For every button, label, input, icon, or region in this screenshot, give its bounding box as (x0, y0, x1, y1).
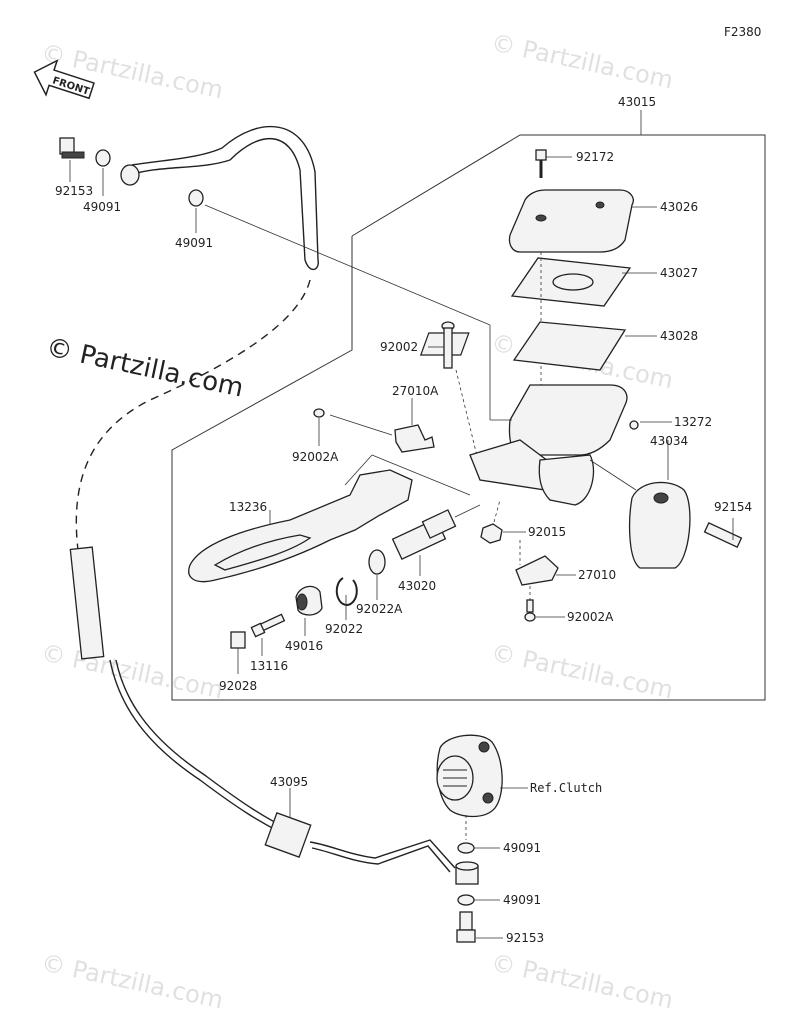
diaphragm-plate: 43027 (510, 252, 698, 430)
screw-92002a-bottom: 92002A (524, 586, 614, 624)
label-27010: 27010 (578, 568, 616, 582)
push-rod: 13116 (250, 613, 288, 673)
washer-49091-a: 49091 (83, 149, 121, 214)
dust-boot: 49016 (285, 585, 323, 653)
cap-screw: 92172 (535, 149, 614, 178)
nut-92015: 92015 (480, 499, 566, 544)
diaphragm: 43028 (419, 321, 698, 371)
label-13116: 13116 (250, 659, 288, 673)
reservoir-cap: 43026 (508, 189, 698, 253)
watermark: © Partzilla.com (39, 638, 226, 704)
hose-protector (69, 546, 105, 660)
label-92154: 92154 (714, 500, 752, 514)
banjo-fitting (455, 861, 479, 885)
hose-clamp (264, 812, 312, 858)
label-43020: 43020 (398, 579, 436, 593)
screw-92002a-top: 92002A (292, 408, 339, 464)
washer-49091-d: 49091 (457, 893, 541, 907)
label-92002: 92002 (380, 340, 418, 354)
label-43034: 43034 (650, 434, 688, 448)
watermark: © Partzilla.com (489, 28, 676, 94)
bleeder-cap: 13272 (629, 415, 712, 430)
label-43095: 43095 (270, 775, 308, 789)
clutch-housing: Ref.Clutch (436, 734, 602, 840)
label-49091-a: 49091 (83, 200, 121, 214)
label-92002A-bottom: 92002A (567, 610, 614, 624)
ref-clutch-label: Ref.Clutch (530, 781, 602, 795)
label-43015: 43015 (618, 95, 656, 109)
label-92153-bottom: 92153 (506, 931, 544, 945)
switch-27010a: 27010A (329, 384, 439, 453)
watermark: © Partzilla.com (39, 38, 226, 104)
washer-92022a: 92022A (356, 549, 403, 616)
label-49091-c: 49091 (503, 841, 541, 855)
watermark: © Partzilla.com (39, 948, 226, 1014)
label-27010A: 27010A (392, 384, 439, 398)
washer-49091-c: 49091 (457, 841, 541, 855)
label-92022: 92022 (325, 622, 363, 636)
handlebar-clamp: 43034 (589, 434, 691, 569)
label-92022A: 92022A (356, 602, 403, 616)
hose-43095: 43095 (270, 775, 308, 818)
label-43028: 43028 (660, 329, 698, 343)
label-43026: 43026 (660, 200, 698, 214)
switch-27010: 27010 (515, 540, 616, 586)
label-49016: 49016 (285, 639, 323, 653)
label-43027: 43027 (660, 266, 698, 280)
label-92002A-top: 92002A (292, 450, 339, 464)
master-cylinder-body (469, 384, 628, 506)
pivot-bolt: 92002 (380, 321, 479, 461)
label-49091-d: 49091 (503, 893, 541, 907)
piston-assembly: 43020 (391, 504, 481, 593)
label-92028: 92028 (219, 679, 257, 693)
banjo-bolt-top: 92153 (55, 137, 93, 198)
washer-49091-b: 49091 (120, 164, 213, 250)
clutch-lever: 13236 (188, 454, 471, 583)
circlip-92022: 92022 (325, 577, 363, 636)
figure-code: F2380 (724, 25, 761, 39)
label-13272: 13272 (674, 415, 712, 429)
cap-92028: 92028 (219, 631, 257, 693)
label-92172: 92172 (576, 150, 614, 164)
watermark: © Partzilla.com (489, 638, 676, 704)
label-49091-b: 49091 (175, 236, 213, 250)
label-92015: 92015 (528, 525, 566, 539)
label-13236: 13236 (229, 500, 267, 514)
clutch-hose (69, 126, 456, 873)
assembly-frame: 43015 (171, 95, 766, 701)
label-92153-top: 92153 (55, 184, 93, 198)
clamp-bolt: 92154 (703, 500, 752, 549)
banjo-bolt-bottom: 92153 (456, 911, 544, 945)
watermark: © Partzilla.com (489, 948, 676, 1014)
